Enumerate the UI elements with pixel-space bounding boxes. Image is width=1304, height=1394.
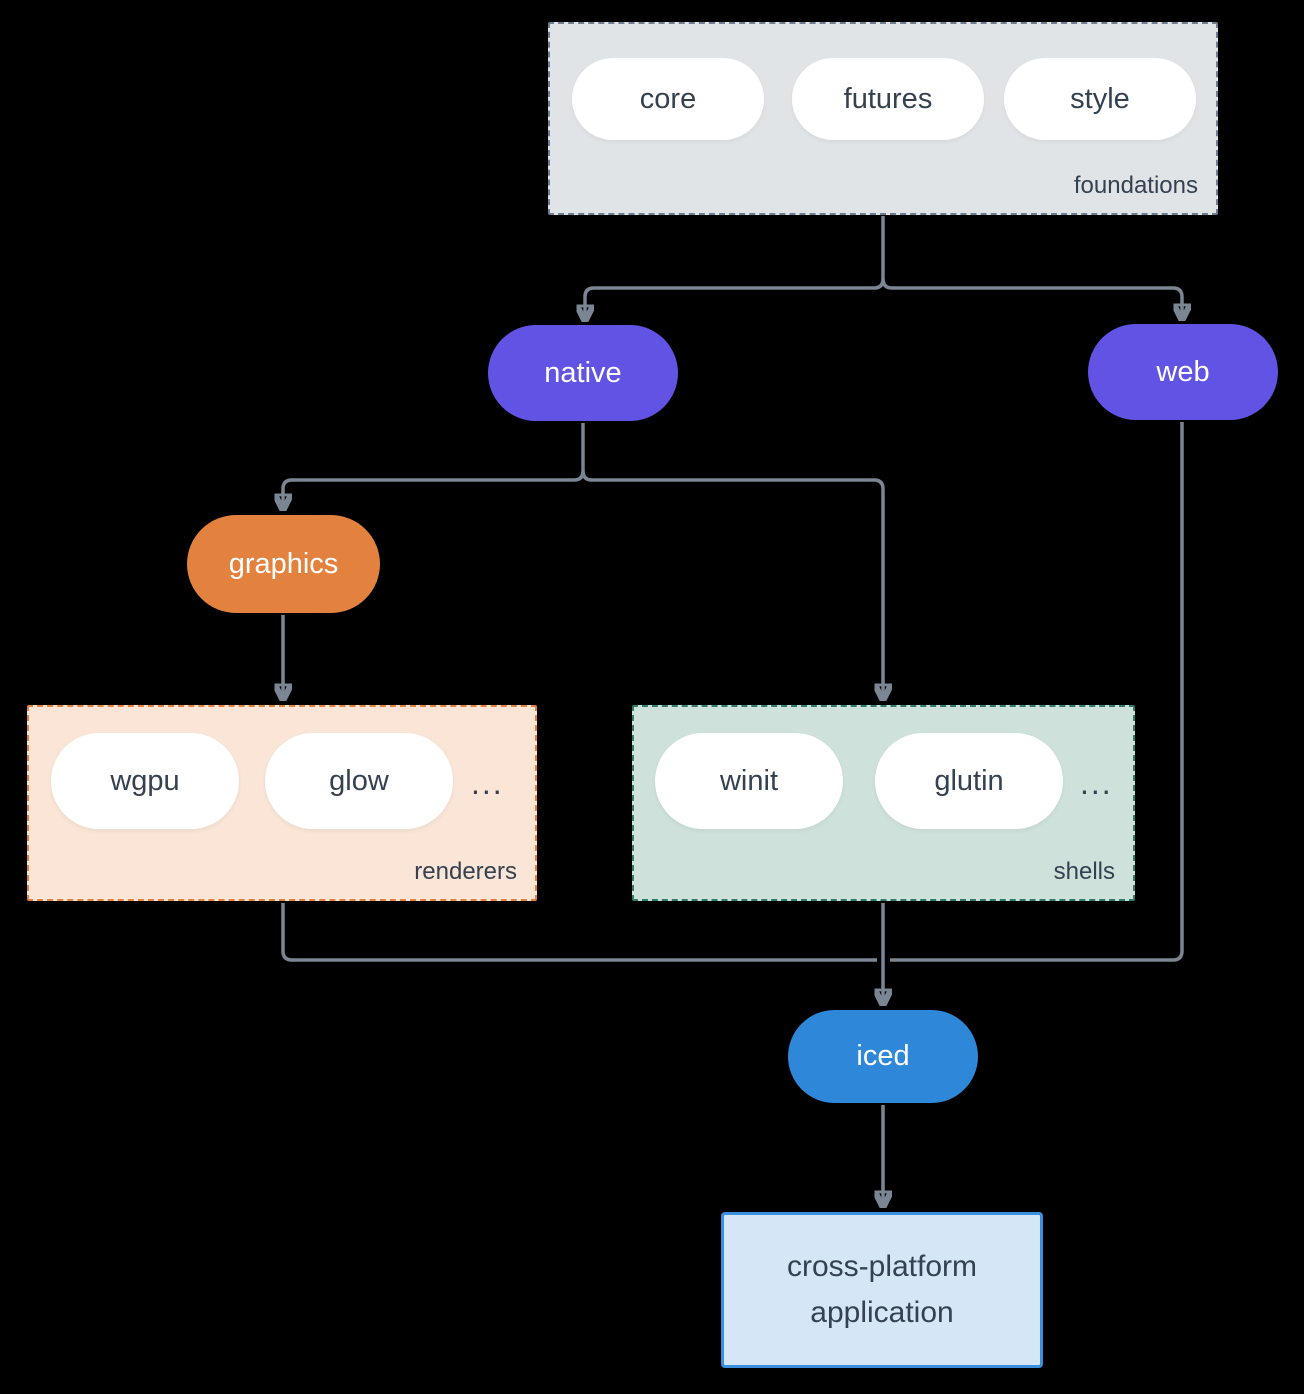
- group-shells-label: shells: [1053, 858, 1115, 885]
- node-glow-label: glow: [329, 764, 389, 797]
- node-iced-label: iced: [856, 1040, 910, 1072]
- node-native: native: [488, 325, 678, 421]
- node-wgpu: wgpu: [51, 733, 239, 829]
- node-wgpu-label: wgpu: [110, 764, 180, 797]
- node-winit: winit: [655, 733, 843, 829]
- node-core: core: [572, 58, 764, 140]
- node-style: style: [1004, 58, 1196, 140]
- node-web-label: web: [1156, 355, 1210, 388]
- node-glow: glow: [265, 733, 453, 829]
- edge-foundations-native: [585, 278, 885, 320]
- edge-renderers-merge: [281, 903, 877, 962]
- node-core-label: core: [639, 82, 697, 115]
- node-native-label: native: [544, 356, 622, 389]
- node-winit-label: winit: [719, 764, 778, 797]
- node-futures-label: futures: [843, 82, 933, 115]
- node-application-label: cross-platform application: [786, 1249, 978, 1330]
- edge-web-merge: [890, 422, 1184, 962]
- node-style-label: style: [1070, 82, 1130, 115]
- node-web: web: [1088, 324, 1278, 420]
- group-foundations: core futures style foundations: [548, 22, 1218, 215]
- edge-native-shells: [581, 470, 883, 699]
- node-futures: futures: [792, 58, 984, 140]
- node-graphics-label: graphics: [228, 547, 339, 580]
- shells-ellipsis: ...: [1080, 765, 1113, 801]
- group-renderers-label: renderers: [414, 858, 517, 885]
- node-glutin: glutin: [875, 733, 1063, 829]
- edge-foundations-web: [881, 278, 1182, 319]
- renderers-ellipsis: ...: [471, 765, 504, 801]
- node-graphics: graphics: [187, 515, 380, 613]
- node-application: cross-platform application: [721, 1212, 1043, 1368]
- group-foundations-label: foundations: [1073, 172, 1198, 199]
- group-renderers: wgpu glow ... renderers: [27, 705, 537, 901]
- node-iced: iced: [788, 1010, 978, 1103]
- edge-native-graphics: [283, 470, 585, 509]
- group-shells: winit glutin ... shells: [632, 705, 1135, 901]
- node-glutin-label: glutin: [934, 764, 1004, 797]
